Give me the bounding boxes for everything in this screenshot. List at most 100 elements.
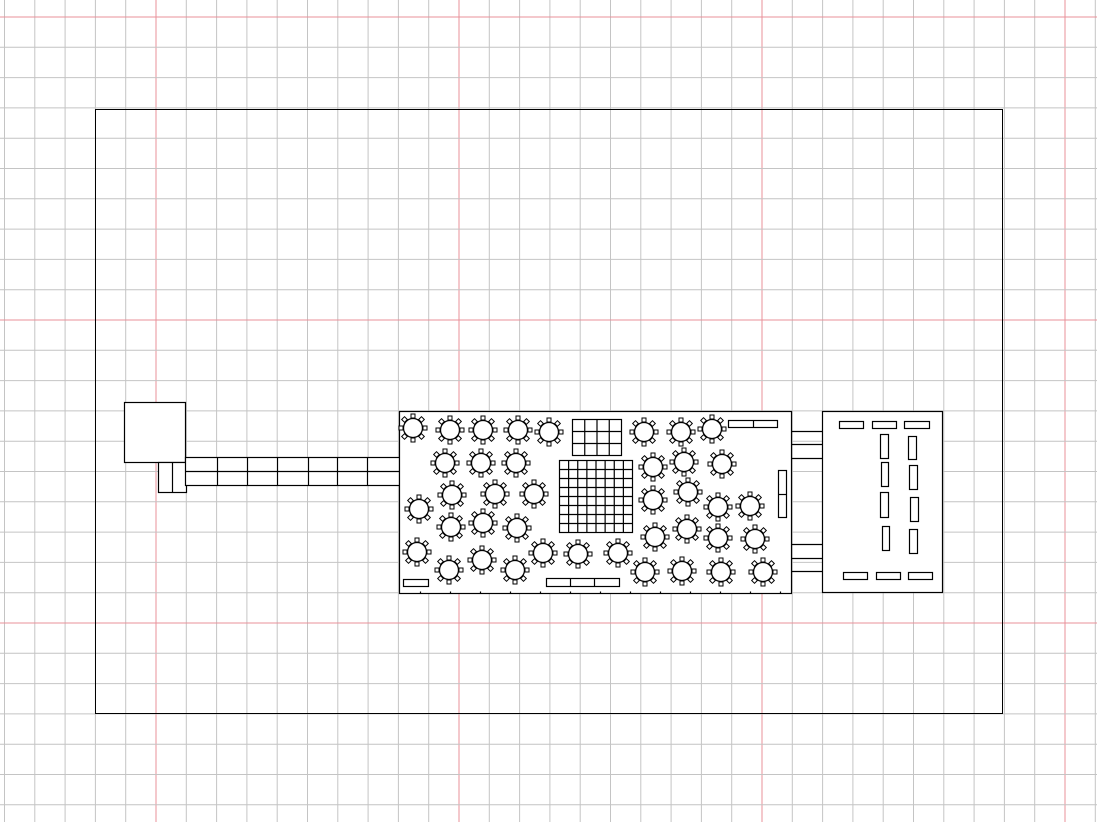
chair [650, 509, 656, 515]
round-table[interactable] [467, 545, 497, 575]
round-table[interactable] [667, 556, 697, 586]
round-table[interactable] [435, 415, 465, 445]
round-table[interactable] [434, 555, 464, 585]
chair [521, 498, 530, 507]
chair [716, 433, 725, 442]
round-table[interactable] [500, 555, 530, 585]
round-table[interactable] [740, 524, 770, 554]
service-table[interactable] [880, 461, 890, 488]
round-table[interactable] [430, 448, 460, 478]
chair [692, 479, 701, 488]
entry-structure[interactable] [123, 401, 188, 494]
round-tables[interactable] [398, 413, 778, 587]
chair [666, 429, 672, 435]
round-table[interactable] [703, 492, 733, 522]
chair [514, 513, 520, 519]
round-table[interactable] [437, 480, 467, 510]
chair [707, 461, 713, 467]
chair [640, 487, 649, 496]
chair [630, 569, 636, 575]
round-table[interactable] [748, 557, 778, 587]
service-table[interactable] [907, 571, 934, 581]
covered-walkway[interactable] [184, 456, 401, 487]
chair [531, 479, 537, 485]
round-table[interactable] [468, 415, 498, 445]
chair [705, 494, 714, 503]
round-table[interactable] [703, 523, 733, 553]
round-table[interactable] [404, 494, 434, 524]
service-table[interactable] [871, 420, 898, 430]
service-table[interactable] [908, 464, 919, 491]
round-table[interactable] [398, 413, 428, 443]
chair [697, 426, 703, 432]
chair [681, 447, 687, 453]
chair [697, 489, 703, 495]
round-table[interactable] [706, 557, 736, 587]
service-table[interactable] [875, 571, 902, 581]
round-table[interactable] [638, 485, 668, 515]
service-table[interactable] [903, 420, 931, 430]
round-table[interactable] [534, 417, 564, 447]
round-table[interactable] [436, 512, 466, 542]
service-table[interactable] [879, 491, 890, 519]
table-top [707, 527, 729, 549]
table-top [642, 489, 664, 511]
chair [715, 547, 721, 553]
round-table[interactable] [629, 417, 659, 447]
service-table[interactable] [842, 571, 869, 581]
chair [404, 506, 410, 512]
round-table[interactable] [673, 477, 703, 507]
round-table[interactable] [480, 479, 510, 509]
chair [731, 461, 737, 467]
round-table[interactable] [519, 479, 549, 509]
chair [470, 527, 479, 536]
round-table[interactable] [563, 539, 593, 569]
service-table[interactable] [838, 420, 865, 430]
chair [760, 557, 766, 563]
gift-table[interactable] [402, 578, 430, 588]
chair [503, 467, 512, 476]
round-table[interactable] [528, 538, 558, 568]
chair [650, 476, 656, 482]
round-table[interactable] [638, 452, 668, 482]
round-table[interactable] [666, 417, 696, 447]
chair [492, 520, 498, 526]
round-table[interactable] [735, 491, 765, 521]
round-table[interactable] [466, 448, 496, 478]
chair [435, 427, 441, 433]
round-table[interactable] [402, 537, 432, 567]
service-table[interactable] [909, 496, 920, 523]
chair [722, 511, 731, 520]
service-table[interactable] [907, 435, 918, 461]
chair [447, 415, 453, 421]
chair [538, 481, 547, 490]
service-table[interactable] [879, 433, 890, 460]
round-table[interactable] [468, 508, 498, 538]
chair [455, 514, 464, 523]
round-table[interactable] [503, 415, 533, 445]
round-table[interactable] [697, 414, 727, 444]
round-table[interactable] [603, 538, 633, 568]
service-tent[interactable] [791, 410, 944, 594]
entry-box[interactable] [123, 401, 187, 464]
chair [446, 579, 452, 585]
service-table[interactable] [908, 528, 919, 555]
chair [674, 533, 683, 542]
round-table[interactable] [669, 447, 699, 477]
chair [726, 468, 735, 477]
site-boundary[interactable] [95, 109, 1003, 714]
chair [705, 511, 714, 520]
round-table[interactable] [501, 448, 531, 478]
chair [703, 535, 709, 541]
chair [436, 574, 445, 583]
head-table[interactable] [545, 577, 621, 588]
round-table[interactable] [502, 513, 532, 543]
round-table[interactable] [707, 449, 737, 479]
round-table[interactable] [672, 514, 702, 544]
service-table[interactable] [881, 525, 891, 552]
round-table[interactable] [640, 522, 670, 552]
chair [503, 427, 509, 433]
chair [657, 504, 666, 513]
round-table[interactable] [630, 557, 660, 587]
